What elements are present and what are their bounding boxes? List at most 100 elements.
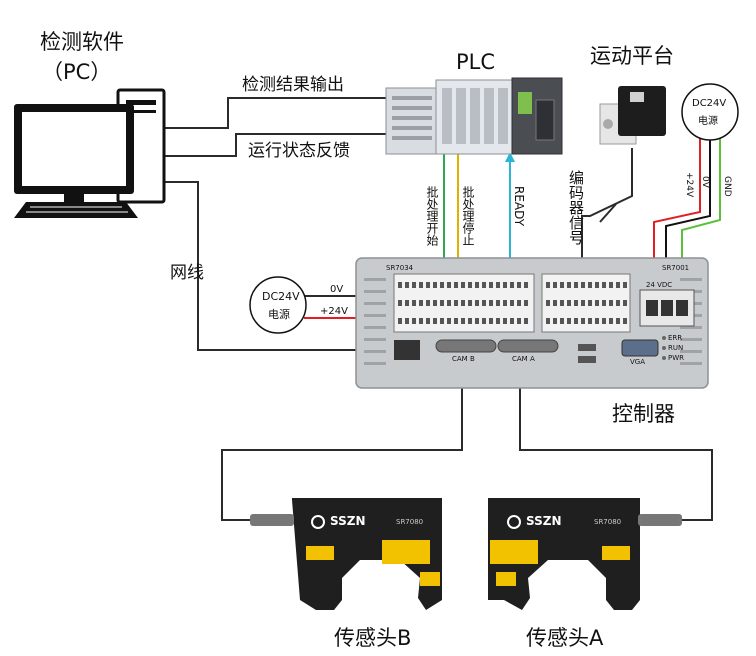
terminal-pin bbox=[496, 318, 500, 324]
err-label: ERR bbox=[668, 334, 683, 342]
terminal-pin bbox=[616, 282, 620, 288]
ethernet-port[interactable] bbox=[394, 340, 420, 360]
terminal-pin bbox=[567, 282, 571, 288]
power-left-line2: 电源 bbox=[268, 308, 290, 321]
encoder-signal-label: 编码器信号 bbox=[567, 170, 585, 245]
arrow-ready bbox=[505, 152, 515, 162]
terminal-pin bbox=[567, 300, 571, 306]
terminal-pin bbox=[524, 318, 528, 324]
terminal-pin bbox=[405, 282, 409, 288]
vga-port[interactable] bbox=[621, 339, 659, 357]
terminal-pin bbox=[468, 282, 472, 288]
terminal-pin bbox=[440, 282, 444, 288]
pc-keyboard bbox=[14, 202, 138, 218]
terminal-pin bbox=[447, 318, 451, 324]
terminal-pin bbox=[588, 300, 592, 306]
pwr-label: PWR bbox=[668, 354, 685, 362]
sensor-b-brand: SSZN bbox=[330, 514, 366, 528]
terminal-pin bbox=[475, 282, 479, 288]
terminal-pin bbox=[581, 282, 585, 288]
terminal-pin bbox=[510, 318, 514, 324]
terminal-pin bbox=[489, 318, 493, 324]
terminal-pin bbox=[609, 300, 613, 306]
terminal-pin bbox=[595, 282, 599, 288]
terminal-pin bbox=[461, 300, 465, 306]
controller-label: 控制器 bbox=[612, 402, 675, 426]
terminal-pin bbox=[405, 300, 409, 306]
terminal-pin bbox=[517, 300, 521, 306]
terminal-pin bbox=[517, 318, 521, 324]
terminal-pin bbox=[609, 318, 613, 324]
terminal-pin bbox=[602, 318, 606, 324]
controller-model-right: SR7001 bbox=[662, 264, 690, 272]
terminal-pin bbox=[553, 300, 557, 306]
ready-label: READY bbox=[512, 186, 526, 227]
power-left-0v: 0V bbox=[330, 284, 344, 295]
terminal-pin bbox=[581, 318, 585, 324]
pc-software-title: 检测软件 bbox=[40, 30, 124, 54]
terminal-pin bbox=[419, 300, 423, 306]
sensor-a-brand: SSZN bbox=[526, 514, 562, 528]
terminal-pin bbox=[560, 318, 564, 324]
terminal-pin bbox=[475, 300, 479, 306]
terminal-pin bbox=[574, 282, 578, 288]
servo-motor bbox=[599, 86, 666, 145]
pc-stand bbox=[64, 194, 84, 202]
terminal-pin bbox=[454, 282, 458, 288]
terminal-pin bbox=[503, 318, 507, 324]
motion-platform-label: 运动平台 bbox=[590, 44, 674, 68]
terminal-pin bbox=[433, 300, 437, 306]
terminal-pin bbox=[489, 282, 493, 288]
terminal-pin bbox=[461, 282, 465, 288]
usb-port-1[interactable] bbox=[578, 344, 596, 351]
terminal-pin bbox=[496, 300, 500, 306]
terminal-pin bbox=[623, 318, 627, 324]
terminal-pin bbox=[412, 318, 416, 324]
power-right-circle bbox=[681, 83, 739, 141]
power-right-line1: DC24V bbox=[692, 98, 727, 109]
sensor-a-body bbox=[488, 498, 682, 610]
terminal-pin bbox=[602, 282, 606, 288]
cam-b-port[interactable] bbox=[435, 339, 497, 353]
usb-port-2[interactable] bbox=[578, 356, 596, 363]
encoder-slash-mark bbox=[599, 203, 617, 223]
terminal-pin bbox=[482, 282, 486, 288]
terminal-pin bbox=[546, 282, 550, 288]
terminal-pin bbox=[489, 300, 493, 306]
vga-label: VGA bbox=[630, 358, 646, 366]
terminal-pin bbox=[546, 300, 550, 306]
terminal-pin bbox=[419, 282, 423, 288]
terminal-pin bbox=[440, 300, 444, 306]
terminal-pin bbox=[412, 282, 416, 288]
plc-unit bbox=[385, 77, 563, 155]
status-feedback-label: 运行状态反馈 bbox=[248, 141, 350, 161]
pc-software-subtitle: （PC） bbox=[42, 60, 112, 84]
power-right-24v: +24V bbox=[684, 172, 694, 198]
power-right-gnd: GND bbox=[722, 176, 732, 197]
pc-computer bbox=[14, 88, 166, 218]
result-output-label: 检测结果输出 bbox=[242, 75, 344, 95]
wire-result-output bbox=[165, 97, 390, 129]
cam-a-port[interactable] bbox=[497, 339, 559, 353]
terminal-pin bbox=[574, 300, 578, 306]
terminal-pin bbox=[496, 282, 500, 288]
terminal-pin bbox=[454, 318, 458, 324]
terminal-pin bbox=[440, 318, 444, 324]
cam-b-label: CAM B bbox=[452, 355, 475, 363]
terminal-pin bbox=[510, 300, 514, 306]
sensor-b-model: SR7080 bbox=[396, 518, 424, 526]
terminal-pin bbox=[447, 282, 451, 288]
terminal-pin bbox=[524, 300, 528, 306]
terminal-pin bbox=[398, 282, 402, 288]
terminal-pin bbox=[595, 318, 599, 324]
keyboard-keys bbox=[26, 206, 128, 213]
terminal-pin bbox=[581, 300, 585, 306]
terminal-pin bbox=[560, 282, 564, 288]
terminal-pin bbox=[510, 282, 514, 288]
terminal-pin bbox=[433, 318, 437, 324]
terminal-pin bbox=[405, 318, 409, 324]
run-label: RUN bbox=[668, 344, 684, 352]
terminal-pin bbox=[595, 300, 599, 306]
err-led bbox=[662, 336, 666, 340]
